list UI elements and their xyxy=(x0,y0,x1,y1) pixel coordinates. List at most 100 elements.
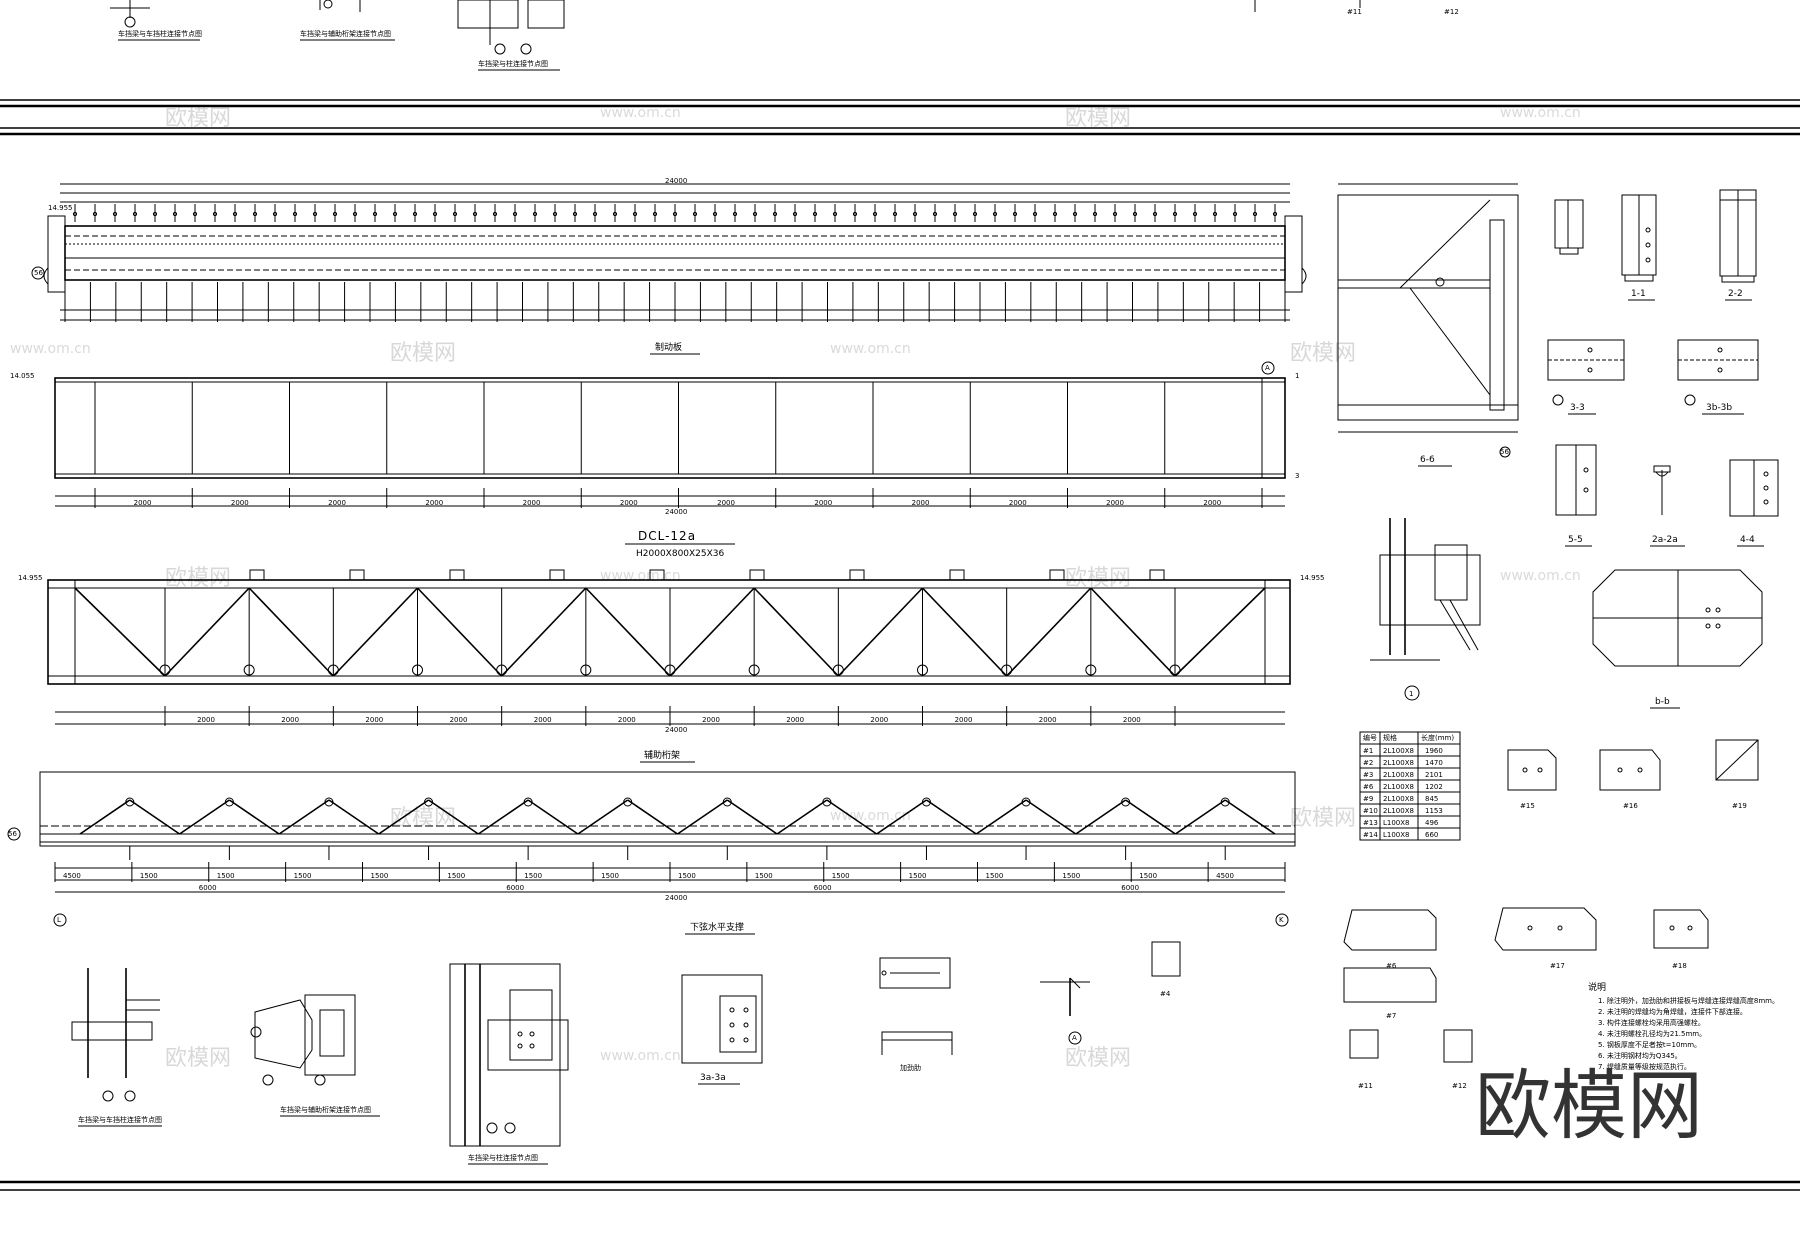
note-item: 2. 未注明的焊缝均为角焊缝，连接件下部连接。 xyxy=(1598,1007,1747,1016)
bolt-hole xyxy=(452,211,458,217)
bracing-member xyxy=(527,799,579,835)
bracing-dim: 1500 xyxy=(1139,872,1157,880)
panel-dim: 2000 xyxy=(425,499,443,507)
bracing-node xyxy=(424,797,434,807)
bolt-hole xyxy=(792,211,798,217)
section-label: b-b xyxy=(1655,697,1670,707)
truss-diagonal xyxy=(332,587,419,677)
bolt-hole xyxy=(292,211,298,217)
bracing-group-dim: 6000 xyxy=(1121,884,1139,892)
plate-label: #12 xyxy=(1452,1082,1467,1090)
panel-dim: 2000 xyxy=(1123,716,1141,724)
gusset-plate xyxy=(917,664,928,676)
bracing-member xyxy=(179,799,230,835)
bolt-hole xyxy=(1252,211,1258,217)
table-cell: 2L100X8 xyxy=(1383,783,1414,791)
bracing-node xyxy=(224,797,234,807)
overall-dim: 24000 xyxy=(665,726,687,734)
note-item: 3. 构件连接螺栓均采用高强螺栓。 xyxy=(1598,1018,1705,1027)
axis-label: A xyxy=(1072,1034,1077,1042)
watermark-url: www.om.cn xyxy=(600,1048,681,1064)
plate-label: #12 xyxy=(1444,8,1459,16)
bolt-hole xyxy=(152,211,158,217)
bracing-member xyxy=(278,799,330,835)
detail-title: 车挡梁与车挡柱连接节点图 xyxy=(118,29,202,38)
bolt-hole xyxy=(192,211,198,217)
table-cell: 1960 xyxy=(1425,747,1443,755)
bolt-hole xyxy=(1072,211,1078,217)
panel-dim: 2000 xyxy=(328,499,346,507)
panel-dim: 2000 xyxy=(955,716,973,724)
bracing-dim: 1500 xyxy=(678,872,696,880)
bolt-hole xyxy=(172,211,178,217)
bracing-group-dim: 6000 xyxy=(199,884,217,892)
view-title-lower-bracing: 下弦水平支撑 xyxy=(690,921,744,933)
panel-dim: 2000 xyxy=(1009,499,1027,507)
site-logo: 欧模网 xyxy=(1475,1061,1703,1150)
elevation-mark: 14.955 xyxy=(48,204,73,212)
bolt-hole xyxy=(512,211,518,217)
bolt-hole xyxy=(832,211,838,217)
section-label: 3-3 xyxy=(1570,403,1585,413)
bolt-hole xyxy=(272,211,278,217)
bolt-hole xyxy=(1152,211,1158,217)
table-cell: 2L100X8 xyxy=(1383,771,1414,779)
bracing-member xyxy=(328,799,380,835)
panel-dim: 2000 xyxy=(1039,716,1057,724)
panel-dim: 2000 xyxy=(1106,499,1124,507)
connection-plate xyxy=(749,569,765,581)
bracing-dim: 1500 xyxy=(447,872,465,880)
bracing-node xyxy=(1021,797,1031,807)
detail-2a-2a: 2a-2a xyxy=(1650,465,1685,547)
detail-6-6: 6-6 56 xyxy=(1337,183,1519,467)
connection-plate xyxy=(649,569,665,581)
watermark-brand: 欧模网 xyxy=(390,341,456,366)
panel-dim: 2000 xyxy=(814,499,832,507)
truss-diagonal xyxy=(837,587,924,677)
bracing-dim: 4500 xyxy=(63,872,81,880)
bolt-hole xyxy=(872,211,878,217)
connection-plate xyxy=(249,569,265,581)
detail-small-a xyxy=(1554,199,1584,255)
bolt-hole xyxy=(252,211,258,217)
elevation-mark: 14.955 xyxy=(18,574,43,582)
detail-title: 车挡梁与车挡柱连接节点图 xyxy=(78,1115,162,1124)
truss-diagonal xyxy=(753,587,839,677)
bracing-member xyxy=(477,799,529,835)
bracing-node xyxy=(722,797,732,807)
watermark-brand: 欧模网 xyxy=(165,106,231,131)
watermark-url: www.om.cn xyxy=(600,568,681,584)
truss-diagonal xyxy=(669,587,755,677)
bolt-hole xyxy=(232,211,238,217)
watermark-brand: 欧模网 xyxy=(1290,806,1356,831)
bracing-dim: 1500 xyxy=(217,872,235,880)
bracing-member xyxy=(926,799,977,835)
bracing-member xyxy=(726,799,778,835)
bracing-dim: 1500 xyxy=(755,872,773,880)
connection-plate xyxy=(1149,569,1165,581)
connection-plate xyxy=(849,569,865,581)
note-item: 4. 未注明螺栓孔径均为21.5mm。 xyxy=(1598,1029,1706,1038)
bolt-hole xyxy=(352,211,358,217)
bracing-node xyxy=(523,797,533,807)
bracing-member xyxy=(876,799,927,835)
bolt-hole xyxy=(752,211,758,217)
bolt-hole xyxy=(332,211,338,217)
notes: 说明 1. 除注明外，加劲肋和拼接板与焊缝连接焊缝高度8mm。 2. 未注明的焊… xyxy=(1588,981,1779,1071)
table-cell: 2L100X8 xyxy=(1383,759,1414,767)
detail-title: 车挡梁与柱连接节点图 xyxy=(478,59,548,68)
table-cell: #10 xyxy=(1363,807,1378,815)
bracing-dim: 1500 xyxy=(294,872,312,880)
bolt-hole xyxy=(912,211,918,217)
bracing-dim: 1500 xyxy=(1062,872,1080,880)
truss-diagonal xyxy=(1006,587,1092,677)
bolt-hole xyxy=(932,211,938,217)
section-label: 6-6 xyxy=(1420,455,1435,465)
bracing-member xyxy=(378,799,429,835)
axis-label: 1 xyxy=(1295,372,1299,380)
view-title-top-flange: 制动板 xyxy=(655,341,682,353)
bracing-member xyxy=(228,799,280,835)
plate-label: #4 xyxy=(1160,990,1171,998)
truss-diagonal xyxy=(416,587,503,677)
detail-b-b: b-b xyxy=(1592,569,1763,709)
